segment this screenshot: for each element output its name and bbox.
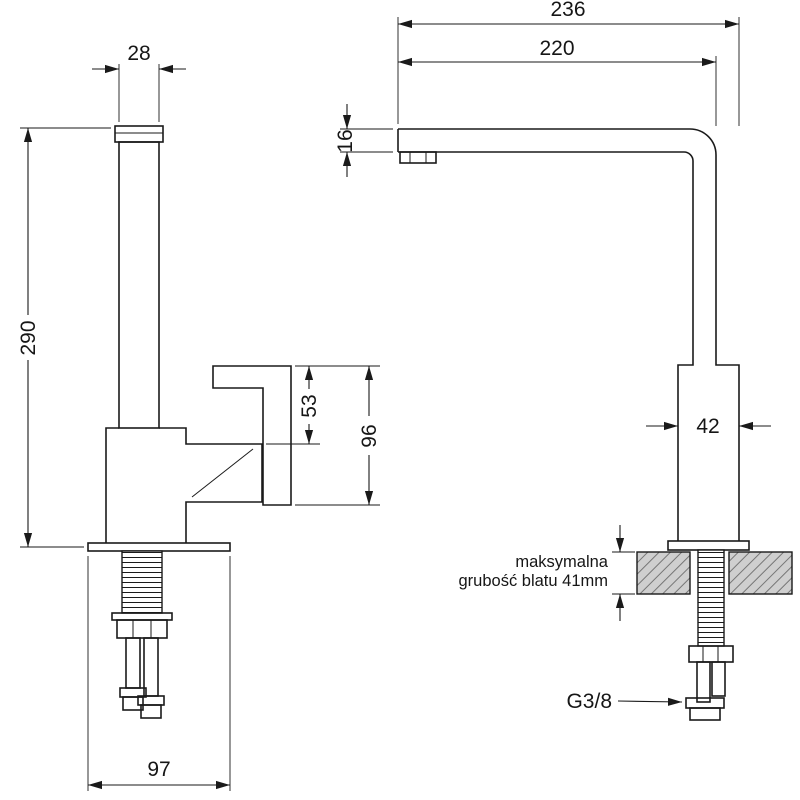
dim-label-reach: 220 (539, 37, 574, 60)
supply-hose (696, 661, 711, 703)
dim-reach: 220 (398, 37, 717, 126)
spout-inner-profile (398, 151, 694, 541)
dim-spout-tube: 16 (334, 104, 393, 177)
dim-label-body-width: 42 (696, 415, 719, 438)
dim-handle-total: 96 (295, 366, 381, 506)
hose-fitting (122, 696, 144, 711)
dim-spout-width: 28 (92, 42, 186, 122)
dim-label-overall-height: 290 (17, 320, 40, 355)
dim-label-spout-tube: 16 (334, 129, 357, 152)
dim-label-handle-total: 96 (358, 424, 381, 447)
dim-label-handle-upper: 53 (298, 394, 321, 417)
base-flange-side (87, 542, 231, 552)
g38-fitting (689, 707, 721, 721)
supply-hose (125, 637, 141, 689)
handle-hub-chamfer (191, 448, 254, 498)
dim-label-base-depth: 97 (147, 758, 170, 781)
g38-fitting (685, 697, 725, 709)
dim-handle-upper: 53 (266, 365, 380, 445)
dim-label-spout-width: 28 (127, 42, 150, 65)
dim-label-reach-total: 236 (550, 0, 585, 21)
side-view (87, 125, 292, 719)
dim-base-depth: 97 (87, 556, 231, 791)
hose-fitting (140, 704, 162, 719)
countertop-section-right (728, 551, 793, 595)
aerator (399, 151, 437, 164)
dim-overall-height: 290 (17, 127, 111, 548)
thread-label: G3/8 (566, 690, 612, 713)
base-flange-front (667, 540, 750, 551)
dim-countertop-thickness: maksymalna grubość blatu 41mm (459, 525, 635, 621)
spout-column (118, 141, 160, 429)
mounting-rod-front (697, 549, 725, 647)
washer-side (111, 612, 173, 621)
dim-body-width: 42 (646, 415, 771, 438)
dim-reach-total: 236 (397, 0, 740, 126)
mounting-nut-side (116, 619, 168, 639)
faucet-body-side (105, 427, 263, 543)
spout-cap (114, 125, 164, 143)
countertop-note-line2: grubość blatu 41mm (459, 572, 609, 590)
dim-thread-callout: G3/8 (566, 690, 683, 713)
countertop-note-line1: maksymalna (515, 553, 608, 571)
supply-hose (711, 661, 726, 697)
handle-lever (212, 365, 292, 506)
mounting-nut-front (688, 645, 734, 663)
countertop-section-left (636, 551, 691, 595)
spout-outer-profile (398, 128, 740, 541)
mounting-rod-side (121, 550, 163, 614)
front-view (397, 128, 793, 721)
